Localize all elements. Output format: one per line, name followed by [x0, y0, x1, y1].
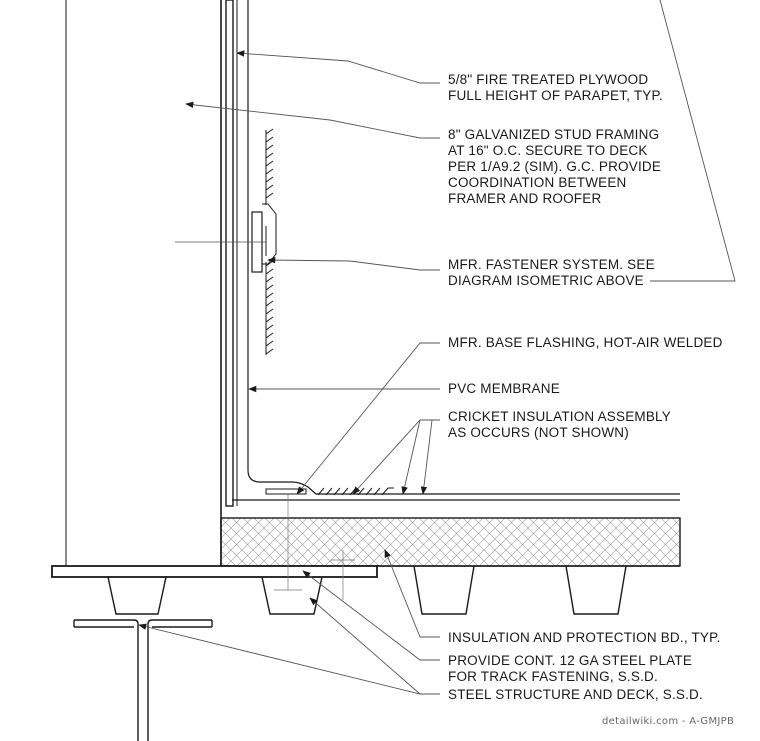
note-plywood-line-1: 5/8" FIRE TREATED PLYWOOD	[448, 72, 649, 87]
base-plate	[265, 488, 307, 495]
note-cricket: CRICKET INSULATION ASSEMBLY AS OCCURS (N…	[448, 409, 671, 441]
leader-steel-structure-2	[138, 623, 440, 695]
note-fastener: MFR. FASTENER SYSTEM. SEE DIAGRAM ISOMET…	[448, 257, 655, 289]
steel-plate	[51, 565, 378, 578]
note-stud-framing-line-5: FRAMER AND ROOFER	[448, 191, 602, 206]
note-stud-framing-line-1: 8" GALVANIZED STUD FRAMING	[448, 127, 660, 142]
leader-plywood	[236, 50, 440, 84]
note-stud-framing: 8" GALVANIZED STUD FRAMING AT 16" O.C. S…	[448, 127, 661, 207]
counterflashing-hatch	[265, 128, 274, 355]
metal-deck-flutes	[107, 565, 627, 615]
leader-stud-framing	[185, 101, 440, 139]
note-pvc-membrane-line-1: PVC MEMBRANE	[448, 381, 560, 396]
note-cricket-line-1: CRICKET INSULATION ASSEMBLY	[448, 409, 671, 424]
note-steel-structure: STEEL STRUCTURE AND DECK, S.S.D.	[448, 687, 703, 703]
leader-lines	[138, 0, 736, 695]
note-plywood: 5/8" FIRE TREATED PLYWOOD FULL HEIGHT OF…	[448, 72, 663, 104]
note-steel-plate-line-1: PROVIDE CONT. 12 GA STEEL PLATE	[448, 653, 693, 668]
steel-beam	[73, 619, 213, 741]
insulation-board	[220, 517, 681, 567]
leader-cricket-2	[401, 419, 440, 495]
note-base-flashing-line-1: MFR. BASE FLASHING, HOT-AIR WELDED	[448, 335, 723, 350]
note-plywood-line-2: FULL HEIGHT OF PARAPET, TYP.	[448, 88, 663, 103]
note-stud-framing-line-4: COORDINATION BETWEEN	[448, 175, 627, 190]
source-credit: detailwiki.com - A-GMJPB	[602, 716, 735, 727]
termination-bar	[175, 203, 277, 273]
leader-steel-plate	[302, 570, 440, 661]
leader-base-flashing	[296, 342, 440, 495]
note-steel-structure-line-1: STEEL STRUCTURE AND DECK, S.S.D.	[448, 687, 703, 702]
note-insulation: INSULATION AND PROTECTION BD., TYP.	[448, 630, 721, 646]
note-fastener-line-1: MFR. FASTENER SYSTEM. SEE	[448, 257, 655, 272]
leader-insulation	[384, 549, 440, 638]
note-pvc-membrane: PVC MEMBRANE	[448, 381, 560, 397]
leader-isometric	[650, 0, 736, 282]
note-cricket-line-2: AS OCCURS (NOT SHOWN)	[448, 425, 629, 440]
plywood-sheathing	[225, 0, 238, 507]
centerlines	[274, 494, 355, 600]
note-fastener-line-2: DIAGRAM ISOMETRIC ABOVE	[448, 273, 644, 288]
leader-cricket-1	[352, 419, 440, 495]
note-stud-framing-line-2: AT 16" O.C. SECURE TO DECK	[448, 143, 648, 158]
note-base-flashing: MFR. BASE FLASHING, HOT-AIR WELDED	[448, 335, 723, 351]
note-steel-plate-line-2: FOR TRACK FASTENING, S.S.D.	[448, 669, 658, 684]
pvc-membrane	[247, 0, 680, 495]
leader-cricket-3	[420, 419, 440, 495]
leader-fastener	[267, 256, 440, 271]
note-insulation-line-1: INSULATION AND PROTECTION BD., TYP.	[448, 630, 721, 645]
leader-steel-structure-1	[309, 597, 440, 695]
note-stud-framing-line-3: PER 1/A9.2 (SIM). G.C. PROVIDE	[448, 159, 662, 174]
parapet-wall	[65, 0, 222, 566]
note-steel-plate: PROVIDE CONT. 12 GA STEEL PLATE FOR TRAC…	[448, 653, 692, 685]
